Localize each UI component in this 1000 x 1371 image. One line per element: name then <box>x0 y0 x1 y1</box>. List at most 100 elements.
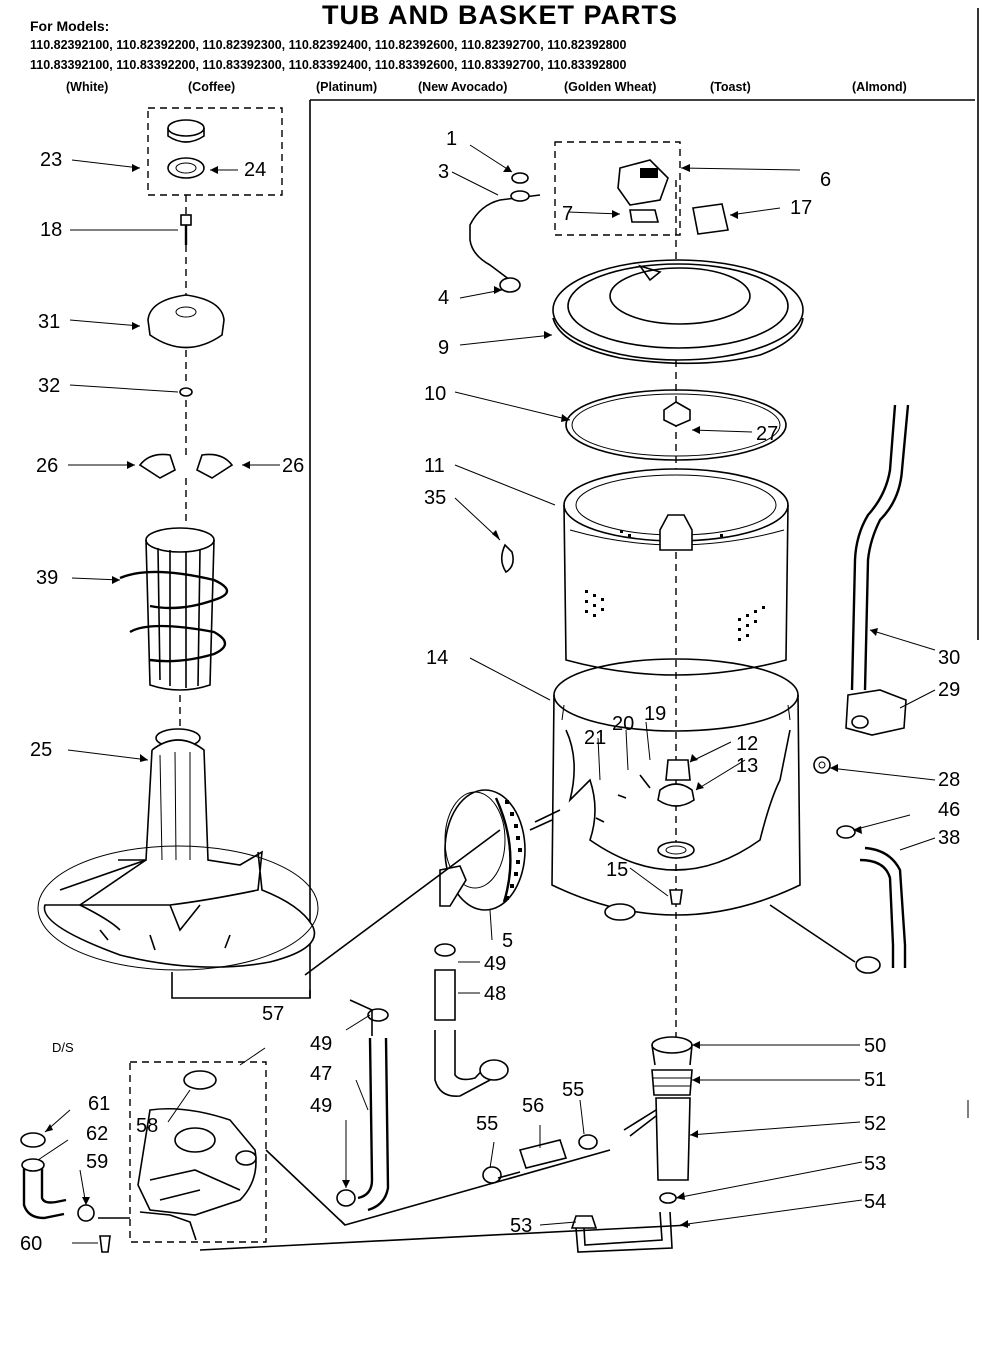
pump-seal <box>183 1070 217 1090</box>
pump-assembly-box <box>129 1061 267 1243</box>
part-number-56: 56 <box>522 1095 544 1117</box>
part-number-47: 47 <box>310 1063 332 1085</box>
models-row-1: 110.82392100, 110.82392200, 110.82392300… <box>30 38 627 52</box>
screw-60 <box>99 1235 111 1253</box>
cap-kit-box <box>147 107 283 196</box>
part-number-55-right: 55 <box>562 1079 584 1101</box>
connector-tube <box>518 1139 568 1169</box>
leader-arrowheads <box>45 164 878 1228</box>
pump-body <box>137 1107 257 1216</box>
part-number-35: 35 <box>424 487 446 509</box>
part-number-11: 11 <box>424 455 445 477</box>
part-number-32: 32 <box>38 375 60 397</box>
agitator-cap <box>167 119 205 137</box>
agitator-dog-right <box>196 453 234 479</box>
switch-actuator <box>629 209 660 223</box>
part-number-53-left: 53 <box>510 1215 532 1237</box>
part-number-10: 10 <box>424 383 446 405</box>
for-models-label: For Models: <box>30 18 110 34</box>
footnote-code: D/S <box>52 1040 74 1055</box>
color-label-coffee: (Coffee) <box>188 80 236 94</box>
spin-switch-box <box>554 141 681 236</box>
part-number-57: 57 <box>262 1003 284 1025</box>
part-number-46: 46 <box>938 799 960 821</box>
part-number-21: 21 <box>584 727 606 749</box>
color-label-golden-wheat: (Golden Wheat) <box>564 80 657 94</box>
clip-1 <box>511 172 529 184</box>
part-number-48: 48 <box>484 983 506 1005</box>
cover-plate <box>692 203 729 235</box>
hose-clamp-61 <box>20 1132 46 1148</box>
part-number-19: 19 <box>644 703 666 725</box>
lid-switch-cable <box>469 194 541 281</box>
part-number-49-pump: 49 <box>484 953 506 975</box>
models-row-2: 110.83392100, 110.83392200, 110.83392300… <box>30 58 627 72</box>
part-number-58: 58 <box>136 1115 158 1137</box>
basket-perforations <box>585 530 765 641</box>
drain-hose-38 <box>864 846 907 968</box>
part-number-54: 54 <box>864 1191 886 1213</box>
part-number-18: 18 <box>40 219 62 241</box>
fill-hose <box>863 404 910 691</box>
drain-boot <box>651 1069 693 1096</box>
agitator-base <box>43 739 316 968</box>
agitator-dog-left <box>138 453 176 479</box>
part-number-29: 29 <box>938 679 960 701</box>
part-number-31: 31 <box>38 311 60 333</box>
cap-seal-ring <box>167 157 205 179</box>
part-number-17: 17 <box>790 197 812 219</box>
part-number-25: 25 <box>30 739 52 761</box>
part-number-12: 12 <box>736 733 758 755</box>
auger-spiral-1 <box>119 570 229 610</box>
basket-clip <box>500 543 514 574</box>
part-number-60: 60 <box>20 1233 42 1255</box>
part-number-55-left: 55 <box>476 1113 498 1135</box>
hub-nut <box>657 783 695 807</box>
spanner-nut <box>663 401 691 427</box>
small-washer <box>179 387 193 397</box>
part-number-59: 59 <box>86 1151 108 1173</box>
color-label-almond: (Almond) <box>852 80 907 94</box>
water-valve <box>845 689 907 736</box>
part-number-15: 15 <box>606 859 628 881</box>
pump-hose-short <box>434 969 456 1021</box>
agitator-dome-cap <box>147 294 225 349</box>
part-number-1: 1 <box>446 128 457 150</box>
part-number-62: 62 <box>86 1123 108 1145</box>
color-label-toast: (Toast) <box>710 80 751 94</box>
auger-top <box>145 527 215 553</box>
part-number-13: 13 <box>736 755 758 777</box>
drain-hose-47 <box>357 1037 374 1200</box>
part-number-30: 30 <box>938 647 960 669</box>
clamp-55-right <box>578 1134 598 1150</box>
part-number-6: 6 <box>820 169 831 191</box>
clamp-59 <box>77 1204 95 1222</box>
part-number-23: 23 <box>40 149 62 171</box>
filter-teeth <box>505 800 522 900</box>
part-number-26-right: 26 <box>282 455 304 477</box>
page-title: TUB AND BASKET PARTS <box>322 0 678 30</box>
part-number-38: 38 <box>938 827 960 849</box>
drain-tube <box>655 1097 691 1181</box>
part-number-53-right: 53 <box>864 1153 886 1175</box>
hose-clamp <box>836 825 856 839</box>
part-number-39: 39 <box>36 567 58 589</box>
color-labels-row: (White) (Coffee) (Platinum) (New Avocado… <box>0 80 1000 100</box>
part-number-9: 9 <box>438 337 449 359</box>
part-number-52: 52 <box>864 1113 886 1135</box>
lid-switch <box>617 159 669 206</box>
part-number-50: 50 <box>864 1035 886 1057</box>
part-number-14: 14 <box>426 647 448 669</box>
tub-cover-gasket <box>565 389 787 461</box>
part-number-26-left: 26 <box>36 455 58 477</box>
color-label-white: (White) <box>66 80 109 94</box>
clamp-55-left <box>482 1166 502 1184</box>
part-number-5: 5 <box>502 930 513 952</box>
valve-washer <box>813 756 831 774</box>
y-clamp <box>570 1215 598 1229</box>
tub-bolt <box>669 889 683 905</box>
part-number-49-lower: 49 <box>310 1095 332 1117</box>
part-number-7: 7 <box>562 203 573 225</box>
